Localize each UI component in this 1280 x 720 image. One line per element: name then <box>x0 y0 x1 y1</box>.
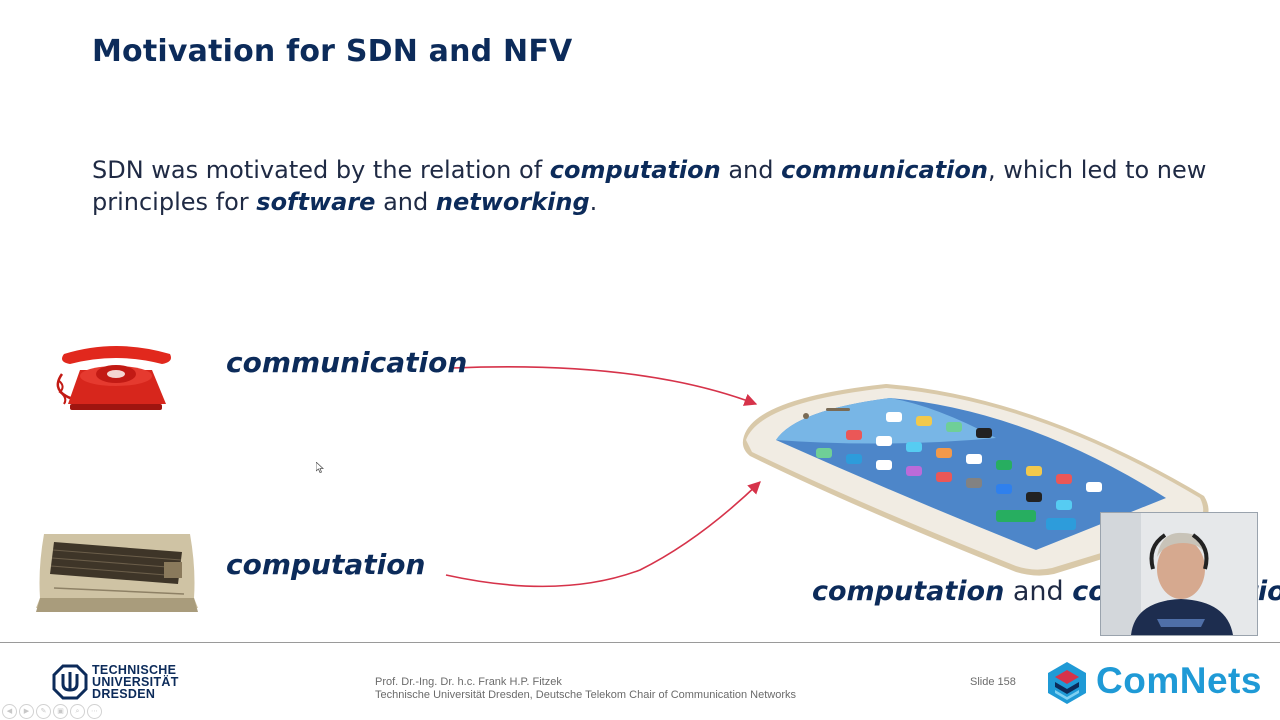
footer-divider <box>0 642 1280 643</box>
smartphone-image <box>742 384 1209 576</box>
intro-part: , which led to new principles for <box>92 156 1207 216</box>
prev-icon[interactable]: ◀ <box>2 704 17 719</box>
intro-part: . <box>589 188 598 216</box>
university-line: UNIVERSITÄT <box>92 675 179 689</box>
university-line: DRESDEN <box>92 687 156 701</box>
cursor-icon <box>316 462 324 473</box>
brand-name: ComNets <box>1096 660 1262 701</box>
emphasis-networking: networking <box>435 188 590 216</box>
telephone-image <box>56 346 171 410</box>
more-icon[interactable]: ⋯ <box>87 704 102 719</box>
slide-number: Slide 158 <box>970 676 1016 688</box>
emphasis-computation: computation <box>549 156 721 184</box>
emphasis-software: software <box>256 188 376 216</box>
computer-image <box>36 534 198 612</box>
pen-icon[interactable]: ✎ <box>36 704 51 719</box>
intro-part: SDN was motivated by the relation of <box>92 156 550 184</box>
communication-label: communication <box>226 346 468 379</box>
combined-computation: computation <box>812 576 1005 607</box>
arrow-computation <box>445 481 761 588</box>
affiliation: Technische Universität Dresden, Deutsche… <box>375 689 797 701</box>
slide-player-controls: ◀ ▶ ✎ ▣ ⌕ ⋯ <box>2 704 102 719</box>
next-icon[interactable]: ▶ <box>19 704 34 719</box>
webcam-video[interactable] <box>1100 512 1258 636</box>
footer-info: Prof. Dr.-Ing. Dr. h.c. Frank H.P. Fitze… <box>375 676 796 702</box>
intro-part: and <box>375 188 436 216</box>
computation-label: computation <box>226 548 426 581</box>
slide-title: Motivation for SDN and NFV <box>92 34 573 69</box>
slides-icon[interactable]: ▣ <box>53 704 68 719</box>
intro-part: and <box>720 156 782 184</box>
combined-and: and <box>1004 576 1073 607</box>
emphasis-communication: communication <box>781 156 988 184</box>
comnets-logo-icon <box>1048 662 1086 704</box>
presenter-image <box>1101 513 1257 635</box>
tud-logo-icon <box>52 664 88 700</box>
author-name: Prof. Dr.-Ing. Dr. h.c. Frank H.P. Fitze… <box>375 676 562 688</box>
university-line: TECHNISCHE <box>92 663 177 677</box>
arrow-communication <box>451 365 758 406</box>
intro-text: SDN was motivated by the relation of com… <box>92 154 1232 218</box>
university-name: TECHNISCHE UNIVERSITÄT DRESDEN <box>92 663 179 701</box>
zoom-icon[interactable]: ⌕ <box>70 704 85 719</box>
